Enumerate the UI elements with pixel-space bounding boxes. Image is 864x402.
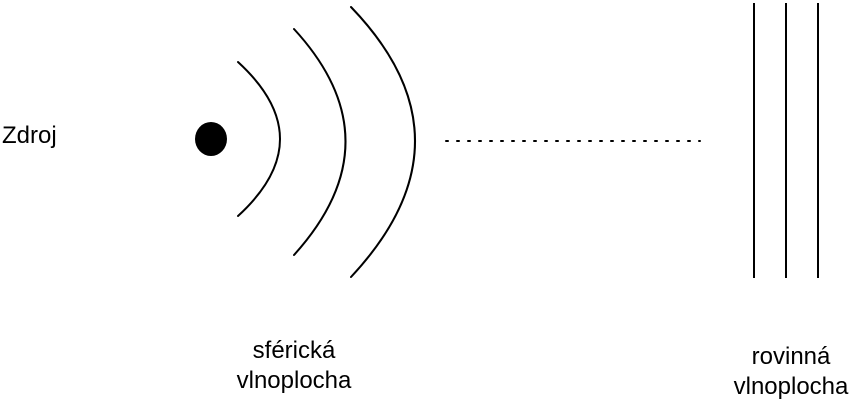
spherical-label-line-2: vlnoplocha [236,367,352,394]
source-dot-icon [195,122,227,156]
plane-label-line-1: rovinná [751,343,831,370]
spherical-label-line-1: sférická [252,337,336,364]
spherical-wave-arc-2 [293,28,347,256]
spherical-wave-arc-3 [350,6,416,278]
spherical-wavefront-group [237,6,416,278]
plane-wavefront-label: rovinná vlnoplocha [718,342,864,402]
spherical-wavefront-label: sférická vlnoplocha [214,336,374,396]
plane-wavefront-group [753,3,819,278]
plane-label-line-2: vlnoplocha [733,373,849,400]
source-label: Zdroj [2,122,57,149]
spherical-wave-arc-1 [237,61,281,217]
